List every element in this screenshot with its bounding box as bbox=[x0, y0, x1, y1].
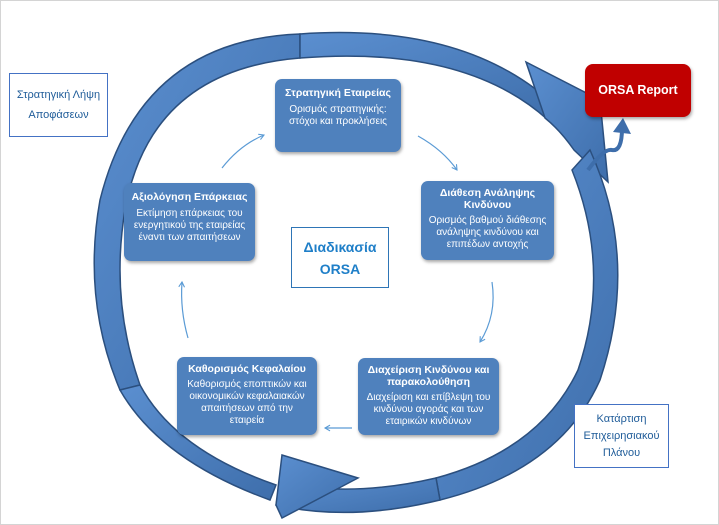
step-title: Καθορισμός Κεφαλαίου bbox=[188, 363, 306, 375]
strategic-decision-line-2: Αποφάσεων bbox=[28, 109, 89, 121]
step-adequacy: Αξιολόγηση Επάρκειας Εκτίμηση επάρκειας … bbox=[124, 183, 255, 261]
step-description: Ορισμός στρατηγικής: στόχοι και προκλήσε… bbox=[289, 104, 387, 127]
step-title: Αξιολόγηση Επάρκειας bbox=[131, 191, 248, 203]
small-arrow-2 bbox=[417, 135, 458, 171]
step-title: Διάθεση Ανάληψης Κινδύνου bbox=[439, 187, 536, 211]
step-description: Καθορισμός εποπτικών και οικονομικών κεφ… bbox=[187, 379, 307, 426]
report-arrowhead bbox=[613, 118, 631, 134]
step-title: Στρατηγική Εταιρείας bbox=[285, 87, 391, 99]
business-plan-line-2: Επιχειρησιακού bbox=[583, 429, 660, 442]
business-plan-line-3: Πλάνου bbox=[602, 446, 641, 459]
center-line-2: ORSA bbox=[319, 260, 361, 277]
report-arrow bbox=[586, 127, 624, 172]
center-label: Διαδικασία ORSA bbox=[291, 227, 389, 288]
step-strategy: Στρατηγική Εταιρείας Ορισμός στρατηγικής… bbox=[275, 79, 401, 152]
small-arrow-3 bbox=[479, 281, 494, 343]
small-arrow-1 bbox=[221, 133, 266, 169]
step-description: Ορισμός βαθμού διάθεσης ανάληψης κινδύνο… bbox=[428, 215, 547, 250]
outer-arrowhead-bottom bbox=[275, 454, 360, 520]
step-description: Διαχείριση και επίβλεψη του κινδύνου αγο… bbox=[366, 392, 491, 427]
step-description: Εκτίμηση επάρκειας του ενεργητικού της ε… bbox=[133, 208, 246, 243]
orsa-report-box: ORSA Report bbox=[585, 64, 691, 117]
small-arrow-5 bbox=[178, 280, 189, 339]
step-title: Διαχείριση Κινδύνου και παρακολούθηση bbox=[367, 364, 490, 388]
outer-arrow-left-lower bbox=[118, 384, 277, 501]
business-plan-box: Κατάρτιση Επιχειρησιακού Πλάνου bbox=[574, 404, 669, 468]
step-risk-management: Διαχείριση Κινδύνου και παρακολούθηση Δι… bbox=[358, 358, 499, 435]
strategic-decision-box: Στρατηγική Λήψη Αποφάσεων bbox=[9, 73, 108, 137]
strategic-decision-line-1: Στρατηγική Λήψη bbox=[16, 89, 101, 101]
step-capital: Καθορισμός Κεφαλαίου Καθορισμός εποπτικώ… bbox=[177, 357, 317, 435]
business-plan-line-1: Κατάρτιση bbox=[596, 412, 647, 425]
step-risk-appetite: Διάθεση Ανάληψης Κινδύνου Ορισμός βαθμού… bbox=[421, 181, 554, 260]
center-line-1: Διαδικασία bbox=[303, 238, 377, 255]
